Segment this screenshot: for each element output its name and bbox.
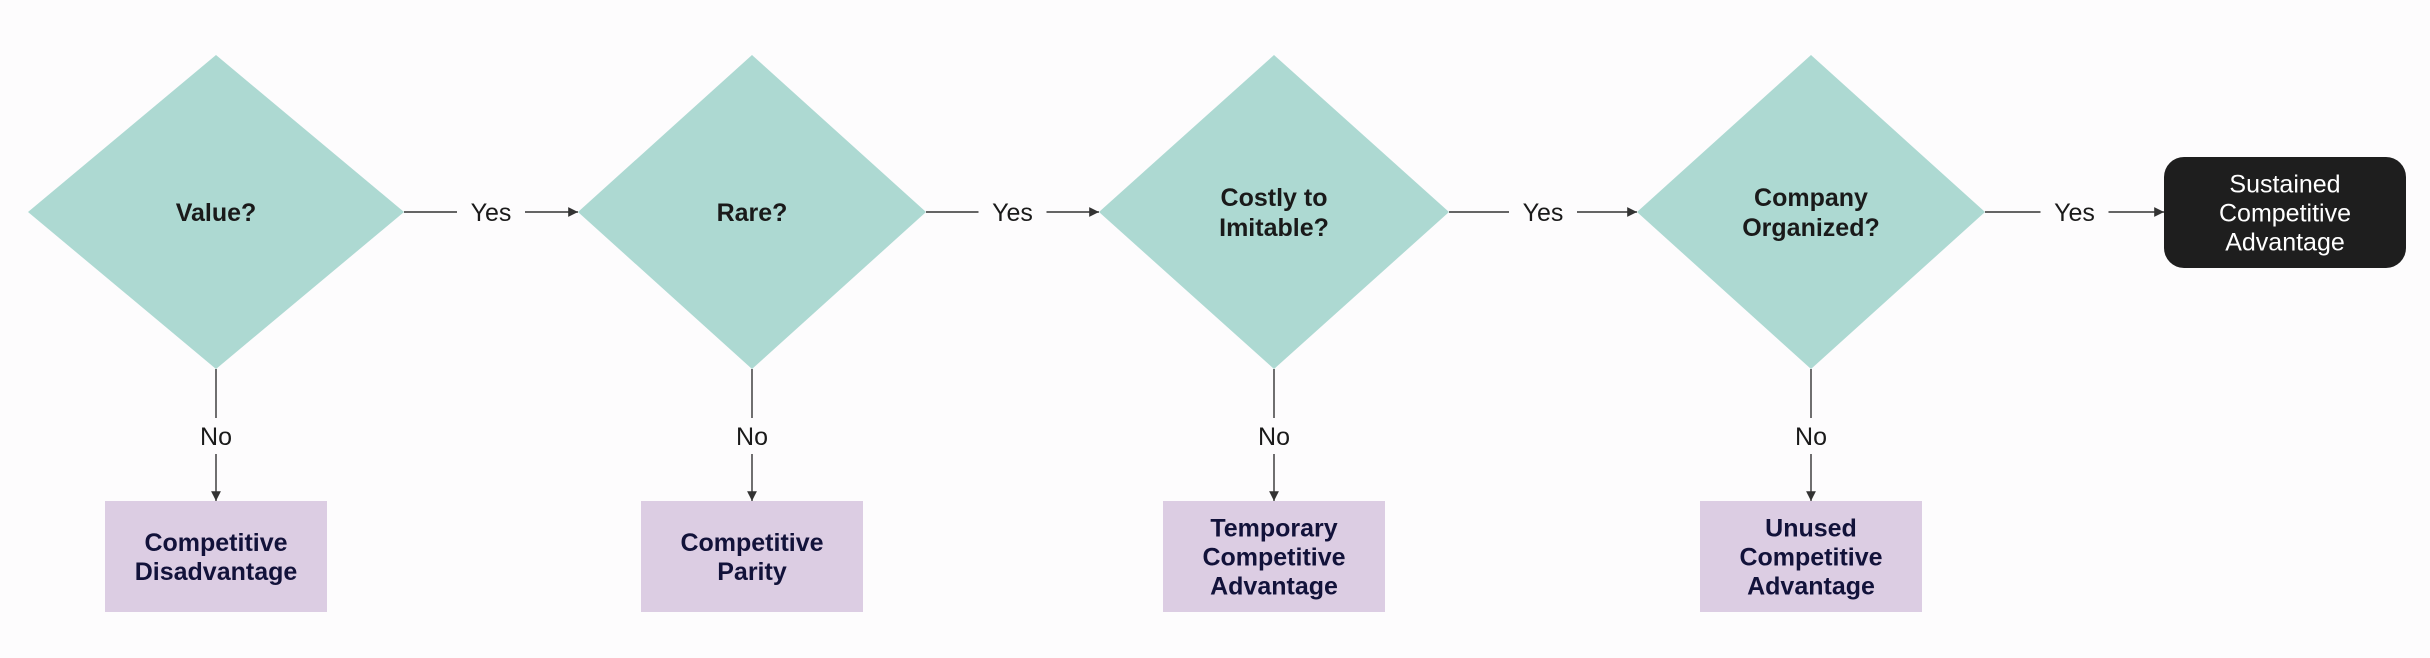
outcome-label-line: Parity [717,558,787,586]
final-outcome-label-line: Sustained [2229,171,2340,199]
final-outcome-label-line: Advantage [2225,229,2345,257]
no-label-background [1785,418,1837,454]
final-outcome-box [2164,157,2406,268]
decision-label-line: Organized? [1742,214,1880,242]
no-label-background [726,418,778,454]
final-outcome-label-line: Competitive [2219,200,2351,228]
outcome-label-line: Competitive [680,529,823,557]
no-label: No [200,423,232,451]
outcome-label-line: Advantage [1210,573,1338,601]
outcome-label-line: Competitive [1202,544,1345,572]
decision-label-line: Value? [176,199,257,227]
decision-label: Value? [176,199,257,227]
decision-diamond [28,55,404,369]
decision-diamond [578,55,926,369]
yes-label-background [457,194,525,230]
decision-label-line: Costly to [1221,184,1328,212]
outcome-label-line: Temporary [1210,515,1337,543]
decision-diamond [1637,55,1985,369]
decision-label-line: Company [1754,184,1868,212]
yes-label: Yes [2054,199,2095,227]
yes-label: Yes [1523,199,1564,227]
outcome-box [1700,501,1922,612]
decision-label-line: Rare? [717,199,788,227]
outcome-label-line: Competitive [144,529,287,557]
no-label-background [190,418,242,454]
outcome-label-line: Disadvantage [135,558,298,586]
decision-diamond [1099,55,1449,369]
yes-label: Yes [471,199,512,227]
yes-label-background [978,194,1047,230]
outcome-label-line: Advantage [1747,573,1875,601]
outcome-label-line: Competitive [1739,544,1882,572]
decision-node-value: Value? [28,55,404,369]
no-label-background [1248,418,1300,454]
no-label: No [736,423,768,451]
outcome-box [1163,501,1385,612]
decision-node-rare: Rare? [578,55,926,369]
no-label: No [1795,423,1827,451]
outcome-box [641,501,863,612]
yes-label: Yes [992,199,1033,227]
outcome-label-line: Unused [1765,515,1857,543]
no-label: No [1258,423,1290,451]
outcome-box [105,501,327,612]
decision-label-line: Imitable? [1219,214,1329,242]
yes-label-background [1509,194,1577,230]
yes-label-background [2040,194,2109,230]
decision-label: Rare? [717,199,788,227]
